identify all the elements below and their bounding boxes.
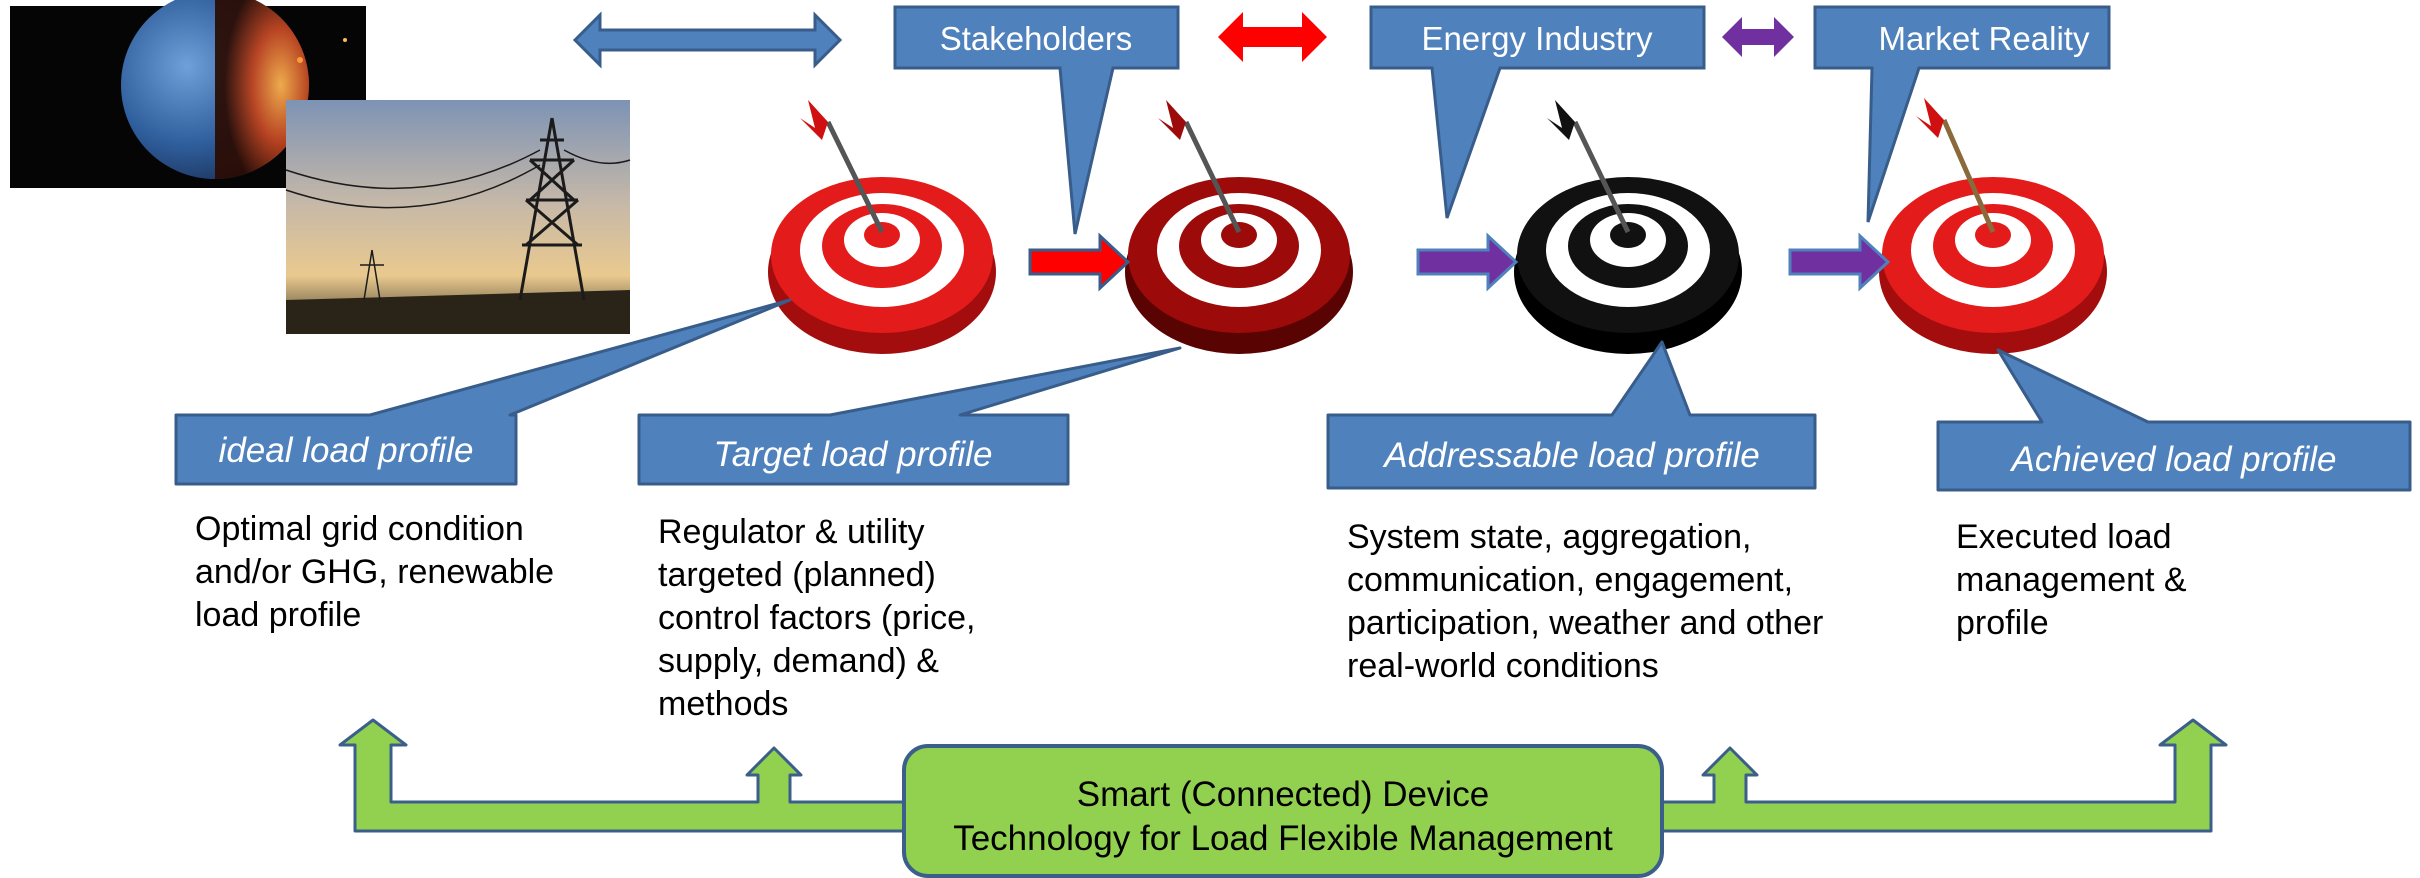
ideal-description: Optimal grid condition and/or GHG, renew… (195, 510, 564, 634)
power-line-photo (285, 100, 631, 334)
energy-industry-label: Energy Industry (1421, 20, 1653, 57)
target-description: Regulator & utility targeted (planned) c… (658, 513, 985, 723)
addressable-load-profile-label: Addressable load profile (1382, 436, 1760, 475)
purple-arrow-2-3 (1416, 232, 1519, 292)
addressable-description: System state, aggregation, communication… (1347, 518, 1833, 685)
addressable-description-line: System state, aggregation, (1347, 518, 1751, 556)
red-double-arrow (1218, 12, 1327, 62)
target-black-3-icon (1514, 100, 1742, 354)
achieved-description-line: management & (1956, 561, 2187, 599)
achieved-load-profile-label: Achieved load profile (2010, 440, 2337, 479)
ideal-description-line: Optimal grid condition (195, 510, 524, 548)
target-load-profile-callout: Target load profile (637, 346, 1182, 486)
achieved-description-line: Executed load (1956, 518, 2172, 556)
stakeholders-label: Stakeholders (940, 20, 1133, 57)
achieved-description-line: profile (1956, 604, 2049, 642)
addressable-description-line: communication, engagement, (1347, 561, 1793, 599)
addressable-load-profile-callout: Addressable load profile (1326, 340, 1817, 490)
target-description-line: methods (658, 685, 788, 723)
ideal-description-line: and/or GHG, renewable (195, 553, 554, 591)
blue-double-arrow (572, 11, 843, 69)
target-red-1-icon (768, 100, 996, 354)
ideal-load-profile-callout: ideal load profile (174, 298, 792, 486)
market-reality-label: Market Reality (1879, 20, 2090, 57)
purple-arrow-3-4 (1788, 232, 1891, 292)
addressable-description-line: real-world conditions (1347, 647, 1659, 685)
ideal-load-profile-label: ideal load profile (219, 431, 474, 470)
ideal-description-line: load profile (195, 596, 361, 634)
achieved-description: Executed load management & profile (1956, 518, 2196, 642)
earth-fire-image (10, 0, 366, 188)
market-reality-callout: Market Reality (1813, 5, 2111, 223)
target-darkred-2-icon (1125, 100, 1353, 354)
purple-double-arrow (1722, 17, 1794, 57)
technology-box: Smart (Connected) Device Technology for … (902, 744, 1664, 878)
addressable-description-line: participation, weather and other (1347, 604, 1823, 642)
red-arrow-1-2 (1028, 232, 1131, 292)
technology-line-2: Technology for Load Flexible Management (953, 819, 1613, 858)
target-description-line: Regulator & utility (658, 513, 924, 551)
target-load-profile-label: Target load profile (714, 435, 993, 474)
achieved-load-profile-callout: Achieved load profile (1936, 348, 2412, 492)
target-description-line: control factors (price, (658, 599, 975, 637)
green-connector-arrows (338, 718, 2228, 833)
target-red-4-icon (1879, 98, 2107, 354)
energy-industry-callout: Energy Industry (1369, 5, 1706, 219)
target-description-line: supply, demand) & (658, 642, 939, 680)
target-description-line: targeted (planned) (658, 556, 936, 594)
technology-line-1: Smart (Connected) Device (1077, 775, 1489, 814)
stakeholders-callout: Stakeholders (893, 5, 1180, 235)
